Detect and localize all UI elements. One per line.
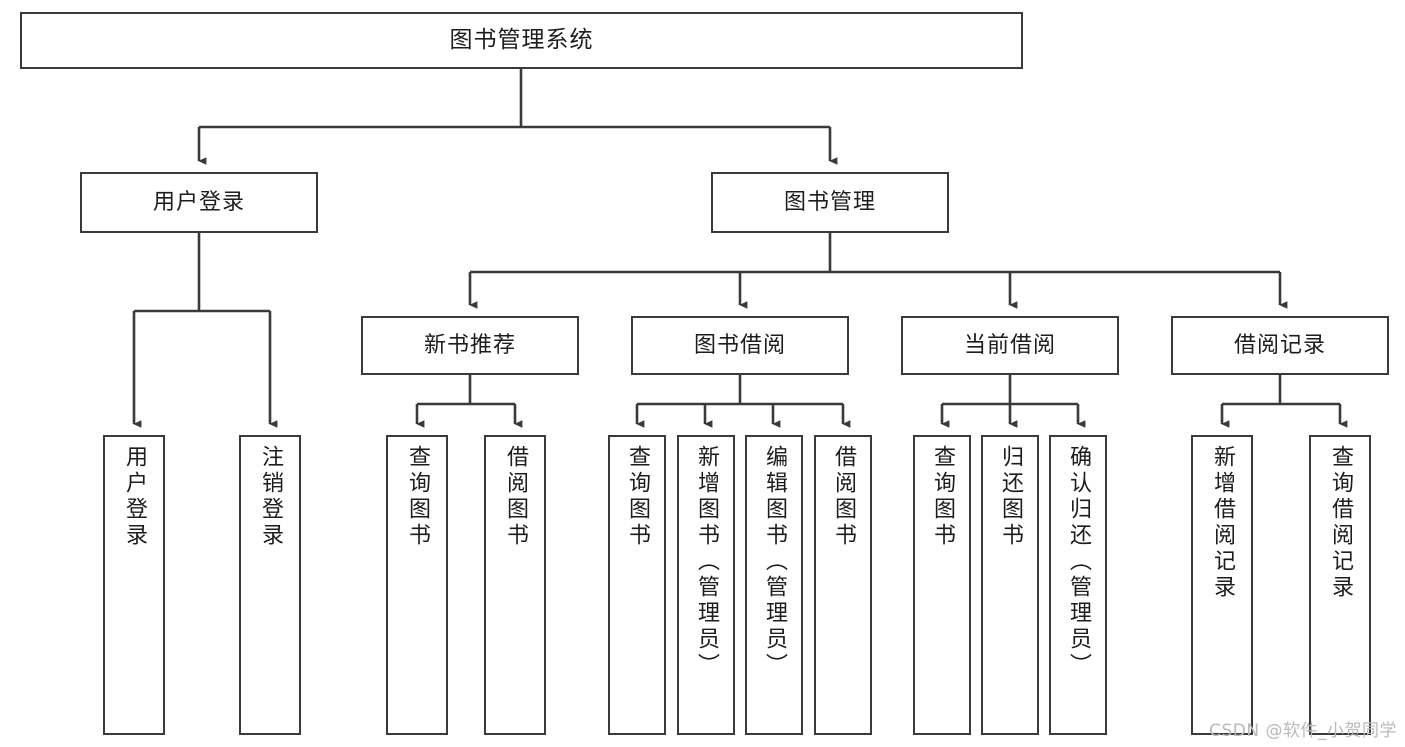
node-leaf-borrow-book-1-label: 借阅图书 [503,445,528,549]
node-leaf-borrow-book-2[interactable]: 借阅图书 [814,435,872,735]
node-leaf-query-book-2[interactable]: 查询图书 [608,435,666,735]
node-leaf-query-book-2-label: 查询图书 [625,445,650,549]
node-leaf-add-record-label: 新增借阅记录 [1210,445,1235,601]
node-borrow-record-label: 借阅记录 [1233,332,1326,358]
node-leaf-confirm-return[interactable]: 确认归还（管理员） [1049,435,1107,735]
node-user-login[interactable]: 用户登录 [80,172,318,233]
node-leaf-return-book[interactable]: 归还图书 [981,435,1039,735]
node-leaf-logout[interactable]: 注销登录 [239,435,301,735]
node-current-borrow-label: 当前借阅 [963,332,1056,358]
node-leaf-query-book-1-label: 查询图书 [405,445,430,549]
node-leaf-edit-book-label: 编辑图书（管理员） [762,445,787,679]
node-leaf-add-book-label: 新增图书（管理员） [694,445,719,679]
node-book-borrow[interactable]: 图书借阅 [631,316,849,375]
node-book-manage-label: 图书管理 [783,189,876,215]
node-new-book-recommend[interactable]: 新书推荐 [361,316,579,375]
node-leaf-borrow-book-2-label: 借阅图书 [831,445,856,549]
node-leaf-confirm-return-label: 确认归还（管理员） [1066,445,1091,679]
node-leaf-query-book-1[interactable]: 查询图书 [386,435,448,735]
node-root-label: 图书管理系统 [449,26,594,53]
node-leaf-return-book-label: 归还图书 [998,445,1023,549]
node-leaf-query-record-label: 查询借阅记录 [1328,445,1353,601]
node-user-login-label: 用户登录 [152,189,245,215]
node-borrow-record[interactable]: 借阅记录 [1171,316,1389,375]
node-new-book-recommend-label: 新书推荐 [423,332,516,358]
node-book-borrow-label: 图书借阅 [693,332,786,358]
node-root[interactable]: 图书管理系统 [20,12,1023,69]
node-book-manage[interactable]: 图书管理 [711,172,949,233]
node-leaf-edit-book[interactable]: 编辑图书（管理员） [745,435,803,735]
node-leaf-add-book[interactable]: 新增图书（管理员） [677,435,735,735]
node-leaf-add-record[interactable]: 新增借阅记录 [1191,435,1253,735]
watermark-text: CSDN @软件_小贺同学 [1209,721,1397,741]
node-leaf-borrow-book-1[interactable]: 借阅图书 [484,435,546,735]
node-leaf-query-record[interactable]: 查询借阅记录 [1309,435,1371,735]
node-leaf-user-login[interactable]: 用户登录 [103,435,165,735]
node-current-borrow[interactable]: 当前借阅 [901,316,1119,375]
node-leaf-logout-label: 注销登录 [258,445,283,549]
node-leaf-query-book-3[interactable]: 查询图书 [913,435,971,735]
node-leaf-user-login-label: 用户登录 [122,445,147,549]
node-leaf-query-book-3-label: 查询图书 [930,445,955,549]
